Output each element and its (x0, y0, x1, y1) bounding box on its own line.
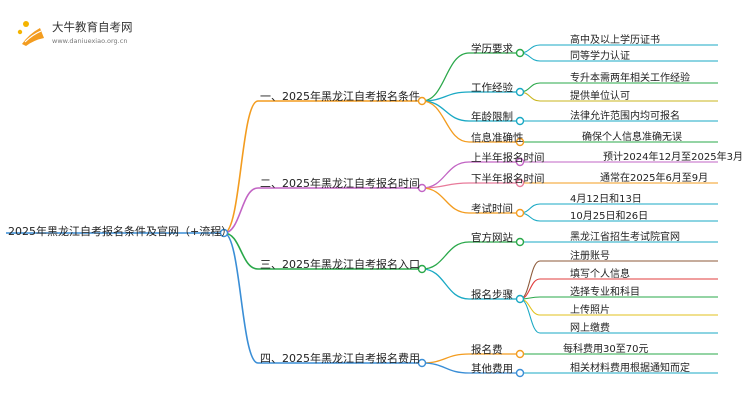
category-registration-portal: 三、2025年黑龙江自考报名入口 (260, 258, 420, 271)
sub-joint-circle (515, 349, 525, 359)
leaf-two-years-experience: 专升本需两年相关工作经验 (570, 73, 690, 84)
brand-logo: 大牛教育自考网 www.daniuexiao.org.cn (16, 16, 136, 50)
leaf-upload-photo: 上传照片 (570, 305, 610, 316)
sub-registration-fee: 报名费 (471, 344, 503, 356)
sub-connector (421, 241, 470, 270)
leaf-accurate-information: 确保个人信息准确无误 (582, 132, 682, 143)
category-registration-conditions: 一、2025年黑龙江自考报名条件 (260, 90, 420, 103)
branch-joint-circle (417, 358, 427, 368)
sub-connector (421, 100, 470, 143)
sub-joint-circle (515, 157, 525, 167)
sub-work-experience: 工作经验 (471, 82, 513, 94)
branch-joint-circle (417, 183, 427, 193)
leaf-connector (519, 298, 541, 334)
sub-joint-circle (515, 294, 525, 304)
sub-joint-circle (515, 208, 525, 218)
leaf-april-exam-dates: 4月12日和13日 (570, 194, 642, 205)
sub-connector (421, 187, 470, 214)
root-joint-circle (219, 228, 229, 238)
sub-connector (421, 161, 470, 189)
sub-connector (421, 182, 470, 189)
branch-joint-circle (417, 96, 427, 106)
sub-joint-circle (515, 178, 525, 188)
leaf-register-account: 注册账号 (570, 251, 610, 262)
sub-exam-time: 考试时间 (471, 203, 513, 215)
leaf-choose-major-subjects: 选择专业和科目 (570, 287, 640, 298)
sub-joint-circle (515, 87, 525, 97)
sub-connector (421, 362, 470, 374)
leaf-material-fees: 相关材料费用根据通知而定 (570, 363, 690, 374)
sub-first-half-registration: 上半年报名时间 (471, 152, 545, 164)
sub-information-accuracy: 信息准确性 (471, 132, 524, 144)
brand-url: www.daniuexiao.org.cn (52, 37, 128, 45)
branch-connector (223, 232, 259, 364)
branch-connector (223, 187, 259, 234)
sub-registration-steps: 报名步骤 (471, 289, 513, 301)
sub-joint-circle (515, 116, 525, 126)
sub-connector (421, 268, 470, 300)
leaf-employer-approval: 提供单位认可 (570, 91, 630, 102)
sub-connector (421, 100, 470, 122)
leaf-october-exam-dates: 10月25日和26日 (570, 211, 649, 222)
leaf-high-school-certificate: 高中及以上学历证书 (570, 35, 660, 46)
branch-connector (223, 232, 259, 270)
branch-joint-circle (417, 264, 427, 274)
sub-joint-circle (515, 368, 525, 378)
brand-name: 大牛教育自考网 (52, 20, 133, 34)
sub-connector (421, 353, 470, 364)
sub-joint-circle (515, 137, 525, 147)
leaf-exam-authority-website: 黑龙江省招生考试院官网 (570, 232, 680, 243)
sub-joint-circle (515, 237, 525, 247)
leaf-fill-personal-info: 填写个人信息 (570, 269, 630, 280)
sub-second-half-registration: 下半年报名时间 (471, 173, 545, 185)
sub-age-limit: 年龄限制 (471, 111, 513, 123)
leaf-first-half-period: 预计2024年12月至2025年3月 (603, 152, 743, 163)
sub-joint-circle (515, 48, 525, 58)
sub-connector (421, 52, 470, 102)
leaf-fee-per-subject: 每科费用30至70元 (563, 344, 649, 355)
sub-education-requirement: 学历要求 (471, 43, 513, 55)
sub-other-fees: 其他费用 (471, 363, 513, 375)
leaf-equivalent-education: 同等学力认证 (570, 51, 630, 62)
root-topic: 2025年黑龙江自考报名条件及官网（+流程） (8, 225, 233, 238)
leaf-legal-age-range: 法律允许范围内均可报名 (570, 111, 680, 122)
sub-official-website: 官方网站 (471, 232, 513, 244)
leaf-online-payment: 网上缴费 (570, 323, 610, 334)
category-registration-time: 二、2025年黑龙江自考报名时间 (260, 177, 420, 190)
category-registration-fees: 四、2025年黑龙江自考报名费用 (260, 352, 420, 365)
leaf-second-half-period: 通常在2025年6月至9月 (600, 173, 709, 184)
branch-connector (223, 100, 259, 234)
graduation-cap-book-icon (17, 21, 44, 46)
